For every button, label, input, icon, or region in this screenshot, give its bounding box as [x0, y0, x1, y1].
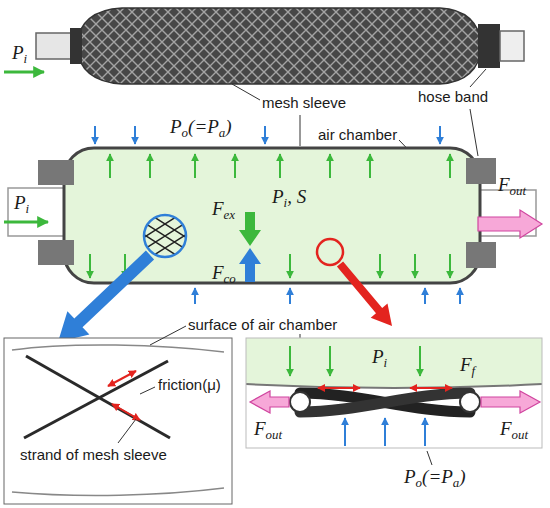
- force-label: Fout: [254, 418, 282, 440]
- leader-line: [300, 115, 301, 146]
- mesh-sleeve: [76, 8, 482, 84]
- zoom-circle: [144, 215, 186, 257]
- hose-band: [466, 242, 496, 268]
- inner-pressure-arrow: [379, 254, 381, 278]
- friction-arrow: [410, 387, 452, 389]
- strand: [24, 361, 168, 438]
- hose-band: [70, 28, 82, 64]
- inner-pressure-arrow: [109, 154, 111, 178]
- outer-pressure-arrow: [289, 288, 291, 304]
- inner-pressure-arrow: [289, 346, 291, 376]
- force-label: Fex: [212, 198, 235, 220]
- leader-line: [470, 69, 486, 87]
- leader-line: [427, 451, 432, 465]
- inner-pressure-arrow: [149, 154, 151, 178]
- leader-line: [150, 326, 186, 345]
- inner-pressure-arrow: [449, 254, 451, 278]
- output-force-arrow: [250, 391, 289, 413]
- chamber-surface: [12, 345, 224, 352]
- outer-pressure-arrow: [194, 288, 196, 304]
- inner-pressure-arrow: [289, 254, 291, 278]
- inner-pressure-arrow: [279, 154, 281, 178]
- leader-line: [118, 419, 136, 443]
- leader-line: [140, 387, 155, 394]
- pressure-label: Po(=Pa): [404, 466, 466, 488]
- pressure-label: Pi, S: [272, 186, 306, 208]
- part-label: mesh sleeve: [262, 94, 346, 111]
- hose-band: [38, 240, 74, 265]
- force-label: Fout: [498, 174, 526, 196]
- inner-pressure-arrow: [234, 154, 236, 178]
- pressure-label: Pi: [14, 192, 29, 214]
- output-force-arrow: [481, 391, 540, 413]
- zoom-circle: [317, 239, 343, 265]
- inner-pressure-arrow: [329, 154, 331, 178]
- inner-pressure-arrow: [89, 254, 91, 278]
- force-label: Fco: [212, 262, 236, 284]
- pressure-label: Pi: [372, 346, 387, 368]
- outer-pressure-arrow: [264, 126, 266, 144]
- part-label: friction(μ): [158, 376, 221, 393]
- outer-pressure-arrow: [94, 126, 96, 144]
- outer-pressure-arrow: [424, 288, 426, 304]
- force-arrow: [239, 212, 261, 246]
- pressure-arrow: [4, 221, 48, 224]
- detail-frame: [246, 338, 542, 448]
- inner-pressure-arrow: [419, 346, 421, 376]
- inner-pressure-arrow: [369, 154, 371, 178]
- outer-pressure-arrow: [424, 418, 426, 446]
- force-label: Fout: [500, 418, 528, 440]
- outer-pressure-arrow: [134, 126, 136, 144]
- force-label: Ff: [460, 354, 475, 376]
- friction-arrow: [318, 387, 360, 389]
- chamber-interior: [246, 338, 542, 388]
- pressure-arrow: [4, 71, 44, 74]
- inner-pressure-arrow: [414, 254, 416, 278]
- chamber-surface: [12, 488, 224, 495]
- output-force-arrow: [478, 210, 542, 238]
- inner-pressure-arrow: [449, 154, 451, 178]
- outer-pressure-arrow: [384, 418, 386, 446]
- hose-band: [478, 24, 500, 68]
- outer-pressure-arrow: [344, 418, 346, 446]
- air-chamber: [64, 148, 480, 283]
- fitting: [500, 31, 524, 61]
- strand-section: [460, 392, 480, 412]
- strand: [300, 393, 470, 412]
- strand: [300, 393, 470, 412]
- pressure-label: Po(=Pa): [170, 116, 232, 138]
- zoom-arrow: [58, 251, 154, 342]
- part-label: strand of mesh sleeve: [20, 446, 167, 463]
- part-label: surface of air chamber: [188, 316, 337, 333]
- strand-section: [290, 392, 310, 412]
- force-arrow: [239, 248, 261, 282]
- leader-line: [232, 84, 260, 100]
- outer-pressure-arrow: [439, 126, 441, 144]
- friction-arrow: [108, 371, 136, 386]
- chamber-surface: [246, 384, 542, 388]
- hose-band: [466, 158, 496, 184]
- hose-band: [38, 160, 74, 185]
- outer-pressure-arrow: [459, 288, 461, 304]
- leader-line: [470, 109, 478, 156]
- inner-pressure-arrow: [194, 154, 196, 178]
- pressure-label: Pi: [12, 42, 27, 64]
- zoom-arrow: [337, 261, 392, 326]
- detail-frame: [4, 338, 232, 504]
- inner-pressure-arrow: [329, 346, 331, 376]
- part-label: hose band: [418, 88, 488, 105]
- part-label: air chamber: [318, 126, 397, 143]
- friction-arrow: [112, 404, 140, 420]
